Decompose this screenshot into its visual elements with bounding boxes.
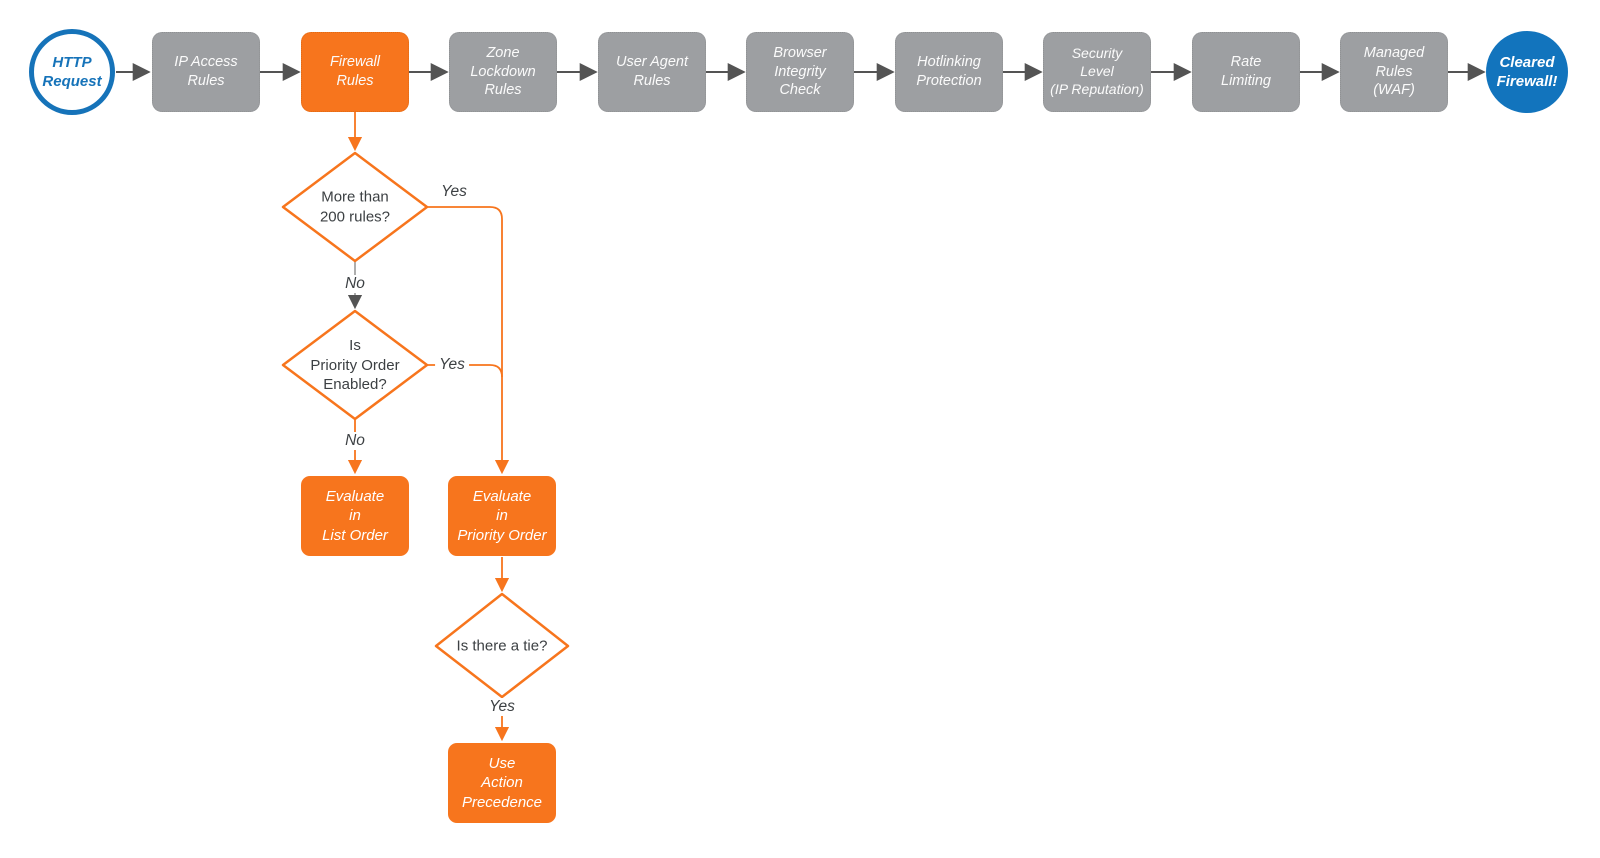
decision3-label: Is there a tie? xyxy=(456,637,548,655)
decision1-label: More than 200 rules? xyxy=(319,188,391,226)
step-security-level-ip-reputation: Security Level (IP Reputation) xyxy=(1043,32,1151,112)
edge-label-decision3-yes: Yes xyxy=(485,698,519,716)
step-label: Firewall Rules xyxy=(330,54,380,89)
step-user-agent-rules: User Agent Rules xyxy=(598,32,706,112)
step-label: User Agent Rules xyxy=(616,54,688,89)
action-evaluate-in-list-order: Evaluate in List Order xyxy=(301,476,409,556)
end-node-cleared-firewall: Cleared Firewall! xyxy=(1486,31,1568,113)
step-label: IP Access Rules xyxy=(174,54,238,89)
edge-decision2-yes-join xyxy=(427,364,503,378)
step-hotlinking-protection: Hotlinking Protection xyxy=(895,32,1003,112)
step-label: Hotlinking Protection xyxy=(916,54,982,89)
start-node-http-request: HTTP Request xyxy=(29,29,115,115)
end-node-label: Cleared Firewall! xyxy=(1496,53,1558,90)
step-rate-limiting: Rate Limiting xyxy=(1192,32,1300,112)
step-browser-integrity-check: Browser Integrity Check xyxy=(746,32,854,112)
edge-label-decision1-yes: Yes xyxy=(441,183,467,200)
edge-label-decision2-no: No xyxy=(341,432,369,450)
step-ip-access-rules: IP Access Rules xyxy=(152,32,260,112)
action-label: Evaluate in List Order xyxy=(322,488,388,544)
step-label: Zone Lockdown Rules xyxy=(470,45,536,99)
edge-label-decision1-no: No xyxy=(341,275,369,293)
edge-label-decision2-yes: Yes xyxy=(435,356,469,374)
step-label: Security Level (IP Reputation) xyxy=(1050,45,1144,97)
edge-decision1-yes-to-priority xyxy=(427,206,510,475)
step-managed-rules-waf: Managed Rules (WAF) xyxy=(1340,32,1448,112)
step-firewall-rules: Firewall Rules xyxy=(301,32,409,112)
action-evaluate-in-priority-order: Evaluate in Priority Order xyxy=(448,476,556,556)
decision2-label: Is Priority Order Enabled? xyxy=(310,336,400,393)
step-label: Managed Rules (WAF) xyxy=(1363,45,1425,99)
decision-is-there-a-tie xyxy=(434,592,570,699)
step-zone-lockdown-rules: Zone Lockdown Rules xyxy=(449,32,557,112)
start-node-label: HTTP Request xyxy=(42,53,102,90)
action-label: Evaluate in Priority Order xyxy=(457,488,547,544)
step-label: Rate Limiting xyxy=(1221,54,1271,89)
action-label: Use Action Precedence xyxy=(461,755,543,811)
decision-more-than-200-rules xyxy=(281,151,429,263)
decision-priority-order-enabled xyxy=(281,309,429,421)
step-label: Browser Integrity Check xyxy=(773,45,827,99)
action-use-action-precedence: Use Action Precedence xyxy=(448,743,556,823)
